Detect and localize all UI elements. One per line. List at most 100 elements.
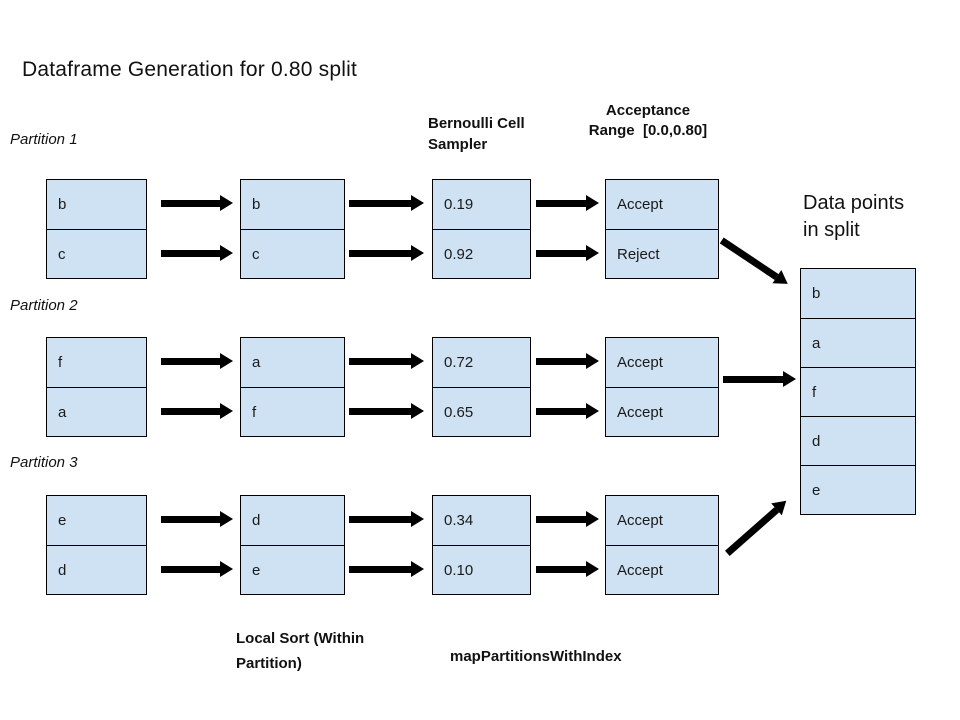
partition-3-sample-stack: 0.34 0.10 [432, 495, 531, 595]
arrow-shaft [161, 407, 220, 415]
arrow-head [411, 511, 424, 527]
arrow-shaft [536, 515, 586, 523]
arrow-shaft [161, 357, 220, 365]
arrow-head [220, 195, 233, 211]
arrow-head [411, 245, 424, 261]
flow-arrow-icon [536, 245, 599, 261]
partition-2-sorted-stack: a f [240, 337, 345, 437]
decision-cell: Accept [617, 512, 663, 529]
flow-arrow-icon [536, 195, 599, 211]
flow-arrow-icon [349, 195, 424, 211]
sorted-cell: e [241, 545, 344, 594]
output-column-label: Data points in split [803, 192, 905, 241]
partition-1-sample-stack: 0.19 0.92 [432, 179, 531, 279]
partition-3-row: e d d e 0.34 0.10 Accept Accept [0, 495, 960, 595]
arrow-shaft [161, 565, 220, 573]
arrow-head [411, 353, 424, 369]
arrow-head [783, 371, 796, 387]
partition-2-output-arrow-icon [723, 371, 796, 387]
partition-2-input-stack: f a [46, 337, 147, 437]
input-cell: c [47, 229, 146, 278]
output-cell: b [812, 285, 821, 302]
flow-arrow-icon [536, 561, 599, 577]
arrow-head [586, 511, 599, 527]
output-cell: e [801, 465, 915, 514]
sorted-cell: a [252, 354, 261, 371]
partition-2-sample-stack: 0.72 0.65 [432, 337, 531, 437]
arrow-head [220, 561, 233, 577]
flow-arrow-icon [536, 511, 599, 527]
decision-cell: Accept [606, 387, 718, 436]
arrow-shaft [536, 565, 586, 573]
arrow-shaft [349, 357, 411, 365]
arrow-shaft [536, 407, 586, 415]
flow-arrow-icon [161, 195, 233, 211]
partition-3-label: Partition 3 [10, 454, 78, 471]
output-cell: f [801, 367, 915, 416]
partition-3-input-stack: e d [46, 495, 147, 595]
sample-cell: 0.92 [433, 229, 530, 278]
flow-arrow-icon [161, 353, 233, 369]
flow-arrow-icon [349, 511, 424, 527]
flow-arrow-icon [161, 403, 233, 419]
flow-arrow-icon [161, 511, 233, 527]
arrow-head [220, 511, 233, 527]
arrow-shaft [161, 515, 220, 523]
output-cell: d [801, 416, 915, 465]
decision-cell: Accept [617, 196, 663, 213]
flow-arrow-icon [536, 403, 599, 419]
arrow-head [586, 403, 599, 419]
local-sort-label: Local Sort (Within Partition) [236, 630, 365, 672]
map-partitions-label: mapPartitionsWithIndex [450, 648, 622, 665]
sorted-cell: b [252, 196, 261, 213]
arrow-shaft [349, 515, 411, 523]
sample-cell: 0.10 [433, 545, 530, 594]
partition-1-sorted-stack: b c [240, 179, 345, 279]
acceptance-range-label: Acceptance Range [0.0,0.80] [588, 102, 708, 139]
sample-cell: 0.34 [444, 512, 474, 529]
partition-3-decision-stack: Accept Accept [605, 495, 719, 595]
arrow-head [220, 353, 233, 369]
input-cell: a [47, 387, 146, 436]
arrow-head [411, 561, 424, 577]
input-cell: b [58, 196, 67, 213]
arrow-shaft [723, 375, 783, 383]
input-cell: d [47, 545, 146, 594]
partition-2-label: Partition 2 [10, 297, 78, 314]
arrow-head [586, 353, 599, 369]
sample-cell: 0.19 [444, 196, 474, 213]
flow-arrow-icon [349, 245, 424, 261]
decision-cell: Reject [606, 229, 718, 278]
arrow-head [586, 195, 599, 211]
arrow-head [586, 561, 599, 577]
output-cell: a [801, 318, 915, 367]
bernoulli-sampler-label: Bernoulli Cell Sampler [428, 115, 525, 153]
partition-1-input-stack: b c [46, 179, 147, 279]
sample-cell: 0.72 [444, 354, 474, 371]
arrow-shaft [536, 249, 586, 257]
flow-arrow-icon [161, 245, 233, 261]
decision-cell: Accept [617, 354, 663, 371]
arrow-shaft [536, 199, 586, 207]
output-stack: b a f d e [800, 268, 916, 515]
partition-2-row: f a a f 0.72 0.65 Accept Accept [0, 337, 960, 437]
input-cell: f [58, 354, 63, 371]
sorted-cell: d [252, 512, 261, 529]
partition-1-decision-stack: Accept Reject [605, 179, 719, 279]
arrow-shaft [349, 199, 411, 207]
partition-2-decision-stack: Accept Accept [605, 337, 719, 437]
sorted-cell: c [241, 229, 344, 278]
arrow-head [220, 245, 233, 261]
page-title: Dataframe Generation for 0.80 split [22, 58, 358, 81]
flow-arrow-icon [161, 561, 233, 577]
decision-cell: Accept [606, 545, 718, 594]
partition-3-sorted-stack: d e [240, 495, 345, 595]
partition-1-row: b c b c 0.19 0.92 Accept Reject [0, 179, 960, 279]
arrow-shaft [536, 357, 586, 365]
arrow-head [411, 195, 424, 211]
input-cell: e [58, 512, 67, 529]
arrow-shaft [349, 407, 411, 415]
arrow-shaft [161, 199, 220, 207]
sorted-cell: f [241, 387, 344, 436]
